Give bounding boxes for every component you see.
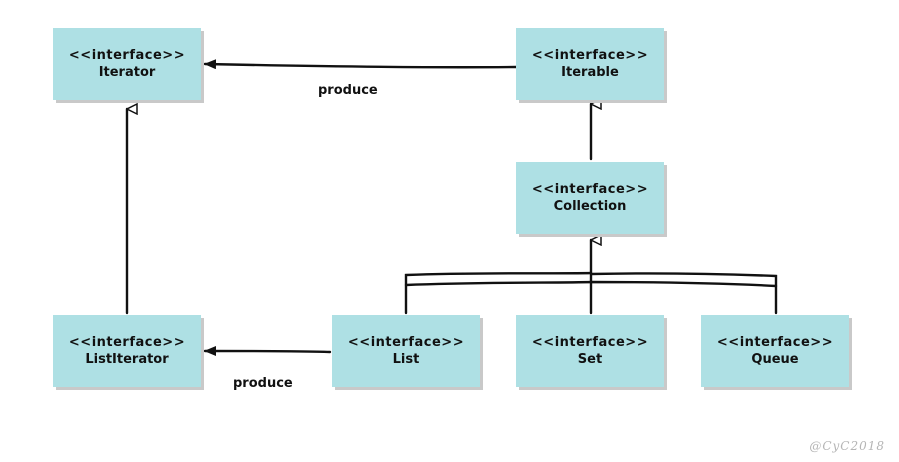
set-name: Set bbox=[577, 352, 603, 367]
edge-queue-bus bbox=[589, 272, 778, 315]
queue-name: Queue bbox=[751, 352, 799, 367]
produce-label-list-listiterator: produce bbox=[233, 376, 293, 391]
queue-stereotype: <<interface>> bbox=[716, 335, 834, 350]
edge-list-listiterator bbox=[203, 346, 332, 357]
collection-stereotype: <<interface>> bbox=[531, 182, 649, 197]
list-stereotype: <<interface>> bbox=[347, 335, 465, 350]
list-box: <<interface>> List bbox=[332, 315, 480, 387]
iterator-box: <<interface>> Iterator bbox=[53, 28, 201, 100]
set-stereotype: <<interface>> bbox=[531, 335, 649, 350]
produce-label-iterable-iterator: produce bbox=[318, 83, 378, 98]
iterator-stereotype: <<interface>> bbox=[68, 48, 186, 63]
iterable-name: Iterable bbox=[561, 65, 619, 80]
iterable-box: <<interface>> Iterable bbox=[516, 28, 664, 100]
edge-list-bus bbox=[404, 271, 593, 315]
set-box: <<interface>> Set bbox=[516, 315, 664, 387]
list-name: List bbox=[392, 352, 420, 367]
edge-bus-secondary bbox=[404, 280, 778, 288]
collection-box: <<interface>> Collection bbox=[516, 162, 664, 234]
watermark: @CyC2018 bbox=[809, 439, 885, 453]
collection-name: Collection bbox=[553, 199, 627, 214]
listiterator-box: <<interface>> ListIterator bbox=[53, 315, 201, 387]
listiterator-name: ListIterator bbox=[85, 352, 169, 367]
edge-iterable-iterator bbox=[203, 59, 518, 70]
queue-box: <<interface>> Queue bbox=[701, 315, 849, 387]
listiterator-stereotype: <<interface>> bbox=[68, 335, 186, 350]
iterable-stereotype: <<interface>> bbox=[531, 48, 649, 63]
iterator-name: Iterator bbox=[98, 65, 156, 80]
